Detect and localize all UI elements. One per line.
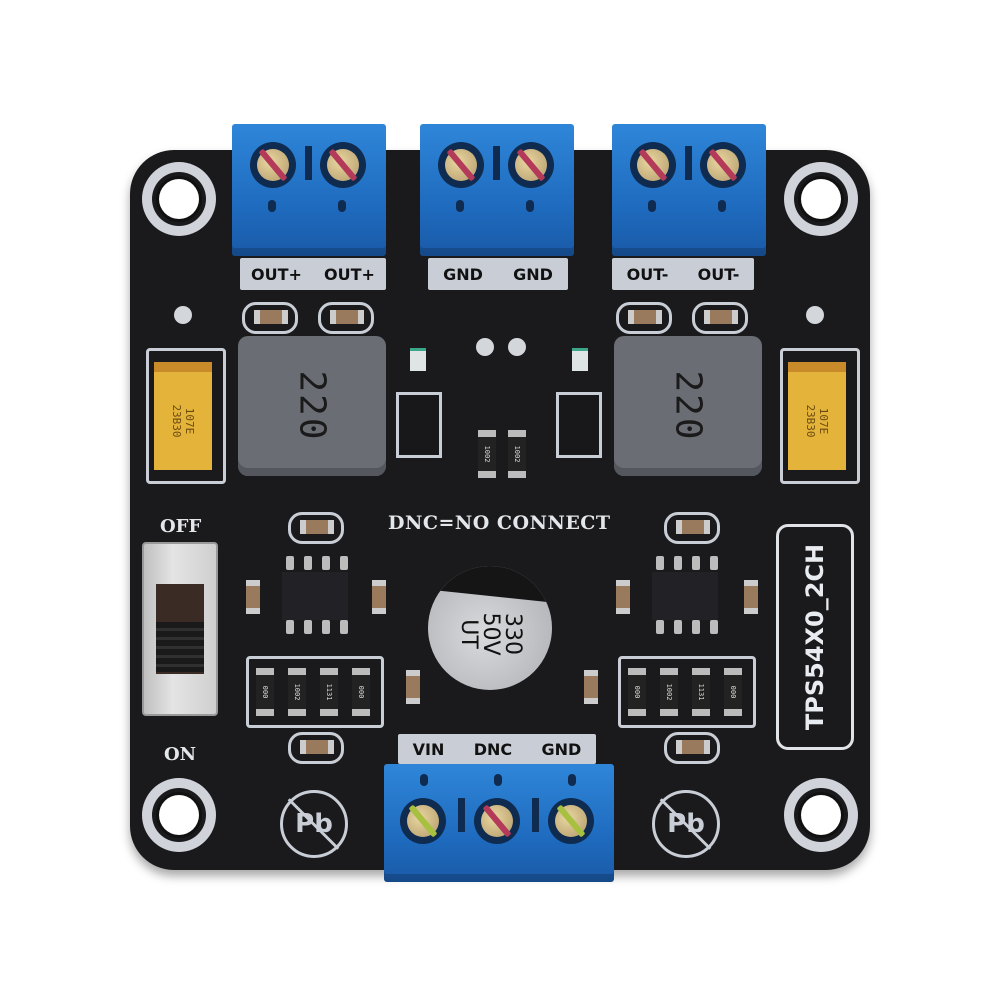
screw-icon[interactable] [700, 142, 746, 188]
resistor: 1002 [508, 430, 526, 478]
switch-knob[interactable] [156, 622, 204, 672]
diode-left [396, 392, 442, 458]
screw-icon[interactable] [400, 798, 446, 844]
terminal-block-out-minus[interactable] [612, 124, 766, 256]
label-out-plus: OUT+ OUT+ [240, 258, 386, 290]
tantalum-footprint [146, 348, 226, 484]
resistor-array-right [618, 656, 756, 728]
smd-capacitor [744, 580, 758, 614]
screw-icon[interactable] [438, 142, 484, 188]
capacitor-footprint [242, 302, 298, 334]
diode-right [556, 392, 602, 458]
screw-icon[interactable] [250, 142, 296, 188]
smd-capacitor [676, 520, 710, 534]
smd-capacitor [628, 310, 662, 324]
switch-on-label: ON [164, 744, 197, 765]
terminal-block-out-plus[interactable] [232, 124, 386, 256]
terminal-block-input[interactable] [384, 764, 614, 882]
mounting-hole-top-right [784, 162, 858, 236]
capacitor-footprint [692, 302, 748, 334]
resistor: 1002 [660, 668, 678, 716]
smd-capacitor [406, 670, 420, 704]
smd-capacitor [246, 580, 260, 614]
switch-off-label: OFF [160, 516, 202, 537]
inductor-right: 220 [614, 336, 762, 476]
smd-capacitor [676, 740, 710, 754]
label-out-minus: OUT- OUT- [612, 258, 754, 290]
label-text: VIN [412, 739, 445, 759]
resistor-array-left [246, 656, 384, 728]
board-name-box: TPS54X0_2CH [776, 524, 854, 750]
mounting-hole-top-left [142, 162, 216, 236]
label-text: GND [443, 264, 483, 284]
resistor: 1002 [288, 668, 306, 716]
smd-capacitor [300, 520, 334, 534]
regulator-ic-left [282, 572, 348, 620]
board-name: TPS54X0_2CH [801, 543, 829, 731]
mounting-hole-bottom-right [784, 778, 858, 852]
tantalum-footprint [780, 348, 860, 484]
mounting-hole-bottom-left [142, 778, 216, 852]
resistor: 1131 [692, 668, 710, 716]
capacitor-footprint [318, 302, 374, 334]
label-text: OUT- [626, 264, 669, 284]
smd-capacitor [372, 580, 386, 614]
resistor: 000 [724, 668, 742, 716]
dnc-note: DNC=NO CONNECT [388, 512, 611, 534]
resistor: 1131 [320, 668, 338, 716]
label-text: OUT+ [251, 264, 302, 284]
lead-free-icon: Pb [280, 790, 348, 858]
label-text: OUT- [697, 264, 740, 284]
fiducial-dot [508, 338, 526, 356]
smd-capacitor [330, 310, 364, 324]
resistor: 000 [256, 668, 274, 716]
screw-icon[interactable] [474, 798, 520, 844]
regulator-ic-right [652, 572, 718, 620]
terminal-block-gnd[interactable] [420, 124, 574, 256]
screw-icon[interactable] [630, 142, 676, 188]
capacitor-footprint [288, 732, 344, 764]
label-text: GND [541, 739, 582, 759]
power-slide-switch[interactable] [142, 542, 218, 716]
screw-icon[interactable] [548, 798, 594, 844]
smd-capacitor [584, 670, 598, 704]
capacitor-footprint [616, 302, 672, 334]
capacitor-footprint [664, 512, 720, 544]
label-text: OUT+ [324, 264, 375, 284]
smd-capacitor [300, 740, 334, 754]
resistor: 1002 [478, 430, 496, 478]
inductor-left: 220 [238, 336, 386, 476]
smd-capacitor [616, 580, 630, 614]
led-left [410, 348, 426, 371]
label-text: GND [513, 264, 553, 284]
screw-icon[interactable] [320, 142, 366, 188]
resistor: 000 [352, 668, 370, 716]
led-right [572, 348, 588, 371]
label-text: DNC [473, 739, 513, 759]
capacitor-footprint [288, 512, 344, 544]
smd-capacitor [704, 310, 738, 324]
fiducial-dot [806, 306, 824, 324]
label-gnd-top: GND GND [428, 258, 568, 290]
lead-free-icon: Pb [652, 790, 720, 858]
capacitor-footprint [664, 732, 720, 764]
smd-capacitor [254, 310, 288, 324]
screw-icon[interactable] [508, 142, 554, 188]
fiducial-dot [476, 338, 494, 356]
electrolytic-capacitor: 330 50V UT [428, 566, 552, 690]
fiducial-dot [174, 306, 192, 324]
resistor: 000 [628, 668, 646, 716]
label-input: VIN DNC GND [398, 734, 596, 764]
